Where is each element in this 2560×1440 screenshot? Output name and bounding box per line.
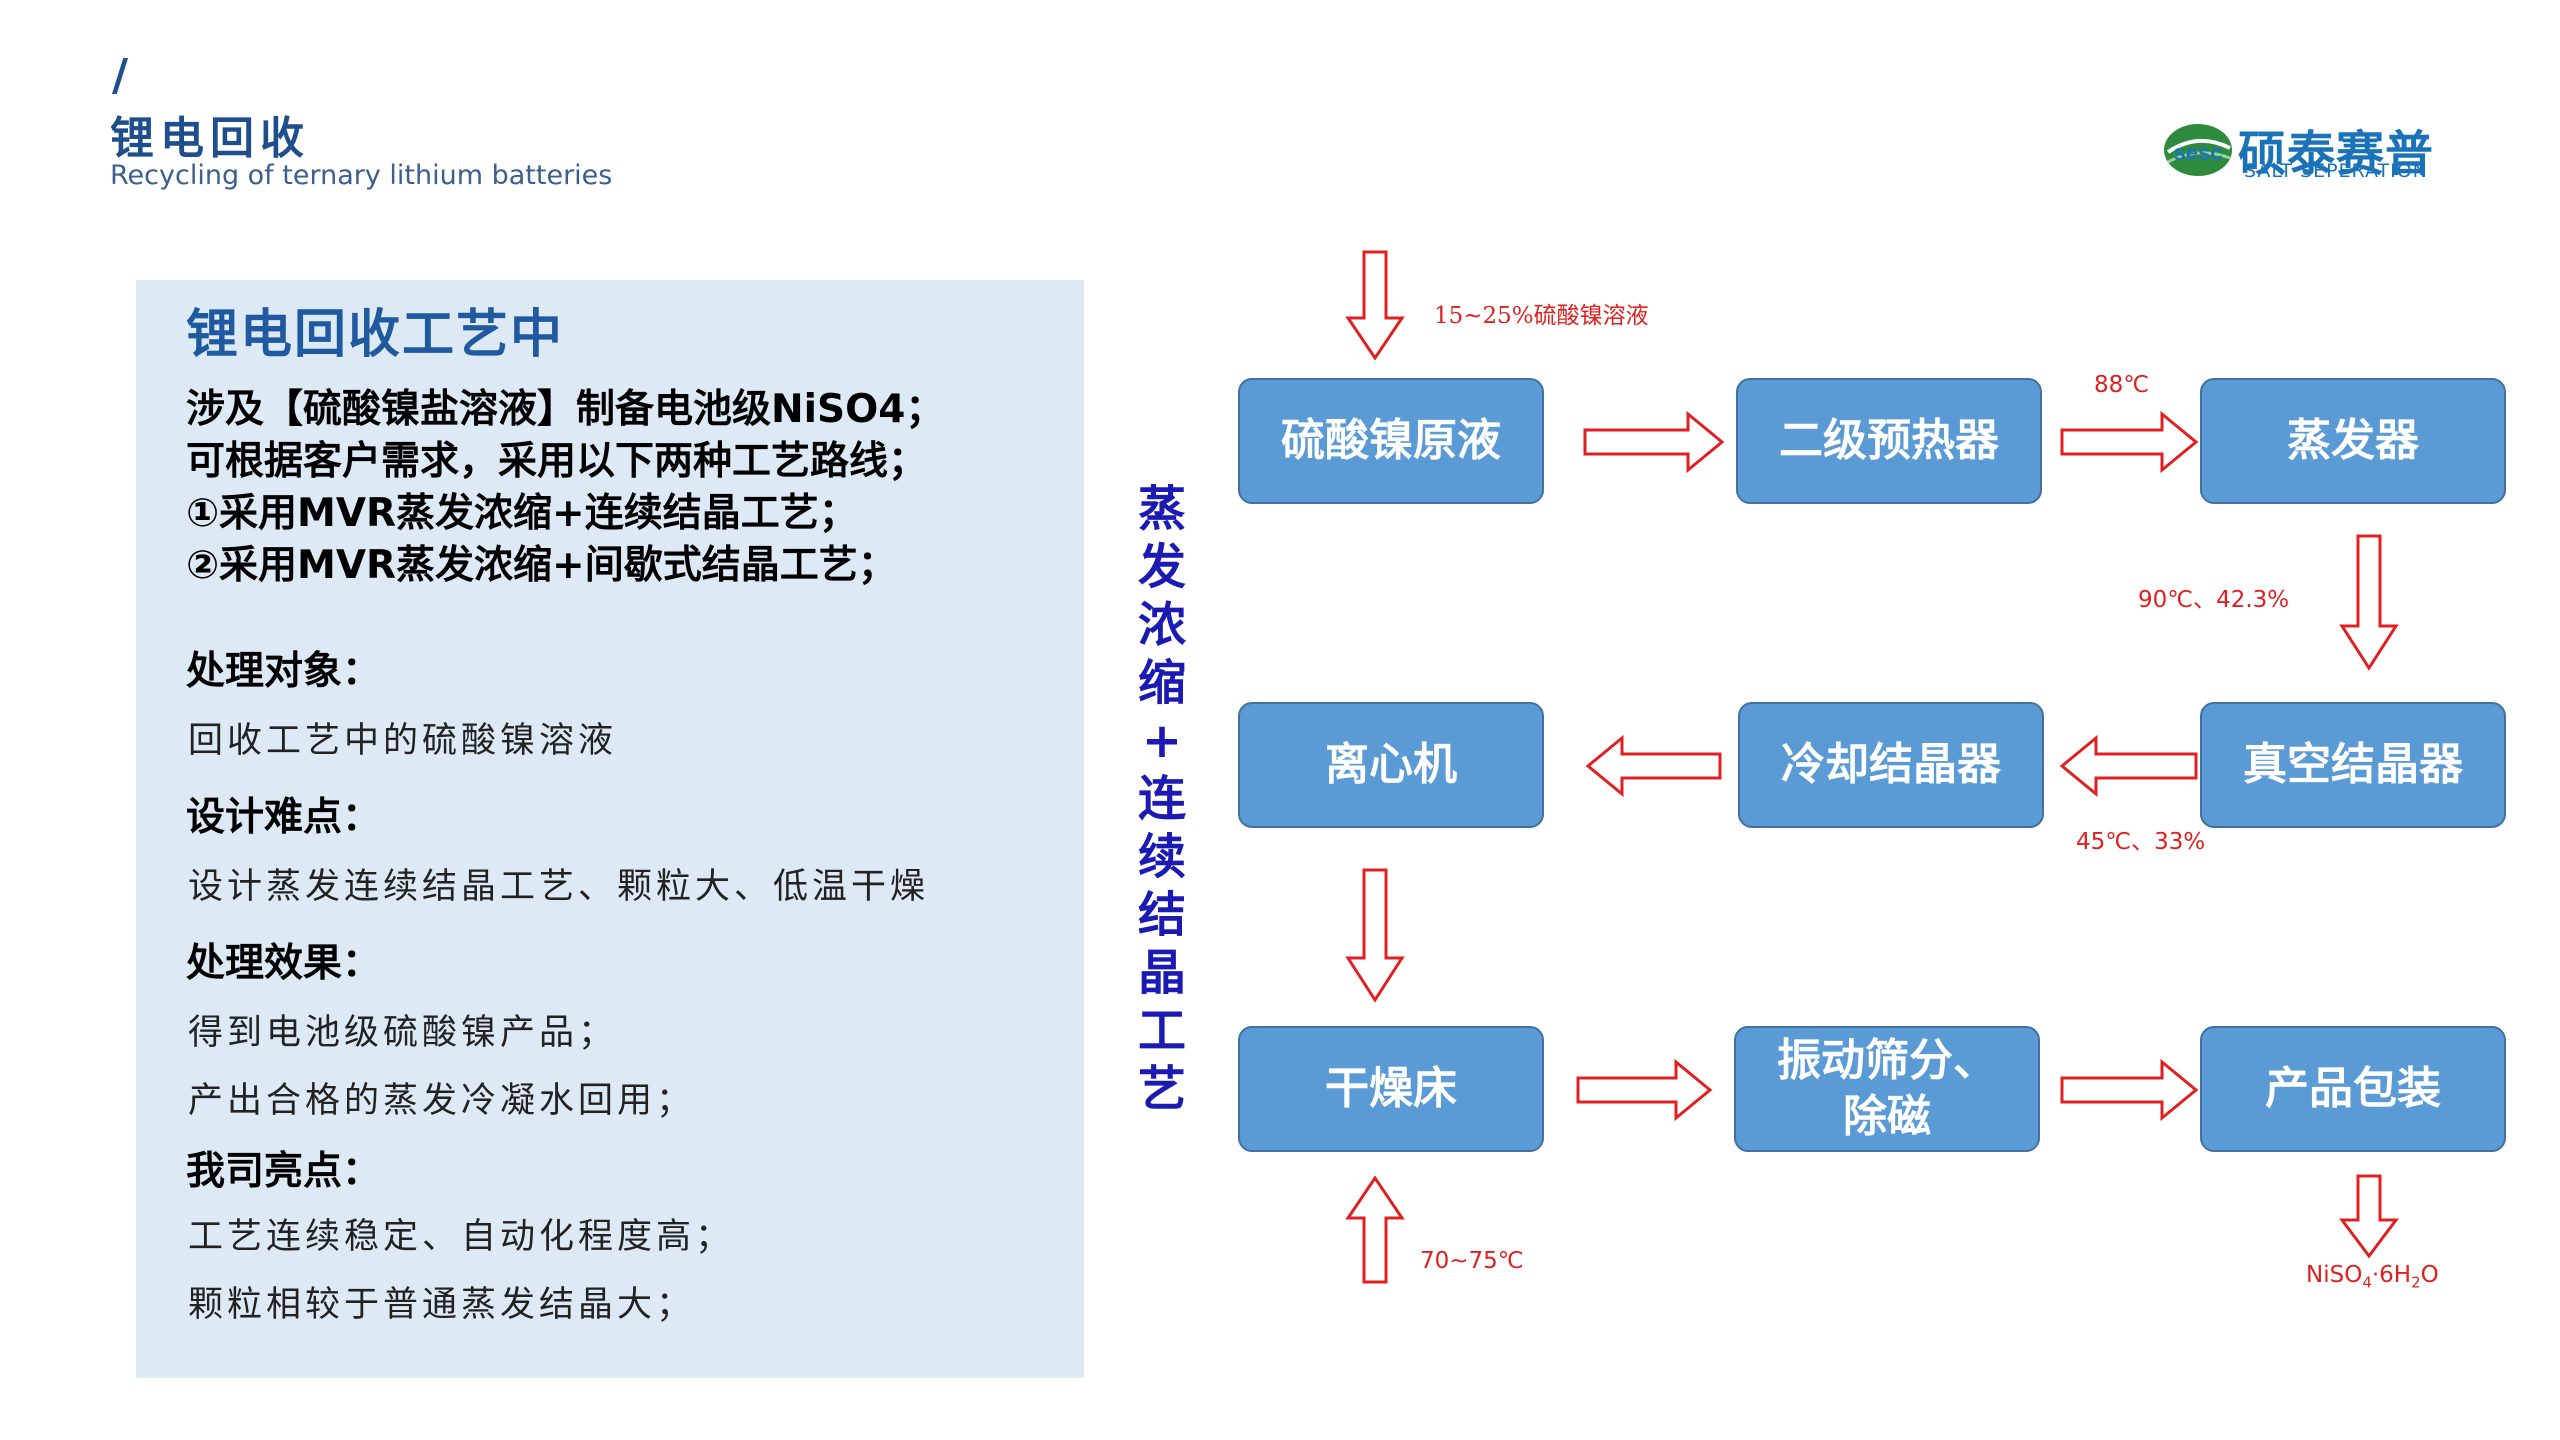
arrow-hot-air-up — [1345, 1175, 1405, 1284]
section-text: 设计蒸发连续结晶工艺、颗粒大、低温干燥 — [188, 867, 930, 907]
company-logo: sesc — [2164, 124, 2232, 176]
intro-line: ②采用MVR蒸发浓缩+间歇式结晶工艺； — [186, 543, 897, 588]
box-label: 振动筛分、 — [1777, 1035, 1997, 1086]
box-packaging: 产品包装 — [2200, 1026, 2506, 1152]
logo-mark-text: sesc — [2174, 140, 2223, 165]
arrow-feed-down — [1345, 250, 1405, 361]
panel-title: 锂电回收工艺中 — [186, 305, 565, 365]
section-text: 产出合格的蒸发冷凝水回用； — [188, 1081, 696, 1121]
box-label: 产品包装 — [2265, 1063, 2441, 1114]
box-label: 真空结晶器 — [2243, 739, 2463, 790]
vertical-char: 续 — [1137, 829, 1186, 885]
label-feed: 15~25%硫酸镍溶液 — [1434, 303, 1649, 329]
formula-part: ·6H — [2371, 1262, 2412, 1288]
vertical-char: + — [1141, 713, 1183, 769]
section-heading: 处理效果： — [186, 941, 382, 986]
arrow-screen-to-packaging — [2060, 1058, 2199, 1122]
vertical-char: 结 — [1137, 887, 1186, 943]
logo-english-name: SALT SEPERATION — [2244, 160, 2428, 182]
box-label: 冷却结晶器 — [1781, 739, 2001, 790]
formula-subscript: 4 — [2362, 1273, 2372, 1292]
vertical-char: 工 — [1137, 1003, 1186, 1059]
box-screening: 振动筛分、 除磁 — [1734, 1026, 2040, 1152]
box-label: 硫酸镍原液 — [1281, 415, 1501, 466]
label-dryer-temp: 70~75℃ — [1420, 1248, 1524, 1274]
intro-line: 涉及【硫酸镍盐溶液】制备电池级NiSO4； — [186, 387, 945, 432]
section-heading: 处理对象： — [186, 649, 382, 694]
arrow-vacuum-to-cooling — [2059, 734, 2198, 798]
section-text: 得到电池级硫酸镍产品； — [188, 1013, 618, 1053]
arrow-cooling-to-centrifuge — [1585, 734, 1722, 798]
label-preheat-temp: 88℃ — [2094, 372, 2150, 398]
box-raw-solution: 硫酸镍原液 — [1238, 378, 1544, 504]
logo-chinese-name: 硕泰赛普 — [2238, 126, 2435, 182]
box-centrifuge: 离心机 — [1238, 702, 1544, 828]
formula-part: NiSO — [2306, 1262, 2363, 1288]
vertical-char: 缩 — [1137, 655, 1186, 711]
box-label: 干燥床 — [1325, 1063, 1457, 1114]
box-label: 蒸发器 — [2287, 415, 2419, 466]
box-dryer: 干燥床 — [1238, 1026, 1544, 1152]
section-text: 颗粒相较于普通蒸发结晶大； — [188, 1285, 696, 1325]
box-preheater: 二级预热器 — [1736, 378, 2042, 504]
vertical-char: 发 — [1137, 539, 1186, 595]
section-text: 工艺连续稳定、自动化程度高； — [188, 1217, 735, 1257]
info-panel — [136, 280, 1084, 1378]
page-title: 锂电回收 — [110, 113, 310, 164]
label-product-formula: NiSO4·6H2O — [2306, 1262, 2439, 1292]
formula-part: O — [2420, 1262, 2439, 1288]
arrow-centrifuge-down — [1345, 868, 1405, 1003]
intro-line: 可根据客户需求，采用以下两种工艺路线； — [186, 439, 928, 484]
vertical-char: 浓 — [1137, 597, 1186, 653]
box-label: 除磁 — [1843, 1091, 1931, 1142]
vertical-char: 晶 — [1137, 945, 1186, 1001]
arrow-preheater-to-evaporator — [2060, 410, 2199, 474]
process-vertical-label: 蒸 发 浓 缩 + 连 续 结 晶 工 艺 — [1130, 480, 1194, 1118]
vertical-char: 连 — [1137, 771, 1186, 827]
arrow-product-down — [2339, 1174, 2399, 1259]
section-text: 回收工艺中的硫酸镍溶液 — [188, 721, 618, 761]
label-cryst-out: 45℃、33% — [2076, 829, 2206, 855]
page-subtitle: Recycling of ternary lithium batteries — [110, 160, 613, 191]
section-heading: 设计难点： — [186, 795, 382, 840]
label-evap-out: 90℃、42.3% — [2138, 587, 2290, 613]
vertical-char: 蒸 — [1137, 481, 1186, 537]
box-label: 离心机 — [1325, 739, 1457, 790]
box-label: 二级预热器 — [1779, 415, 1999, 466]
vertical-char: 艺 — [1137, 1061, 1186, 1117]
formula-subscript: 2 — [2411, 1273, 2421, 1292]
box-evaporator: 蒸发器 — [2200, 378, 2506, 504]
intro-line: ①采用MVR蒸发浓缩+连续结晶工艺； — [186, 491, 858, 536]
header-slash: / — [112, 50, 129, 101]
section-heading: 我司亮点： — [186, 1149, 382, 1194]
box-vacuum-crystallizer: 真空结晶器 — [2200, 702, 2506, 828]
box-cooling-crystallizer: 冷却结晶器 — [1738, 702, 2044, 828]
arrow-evaporator-down — [2339, 534, 2399, 671]
arrow-raw-to-preheater — [1583, 410, 1725, 474]
arrow-dryer-to-screen — [1576, 1058, 1713, 1122]
logo-globe-icon — [2164, 124, 2232, 176]
